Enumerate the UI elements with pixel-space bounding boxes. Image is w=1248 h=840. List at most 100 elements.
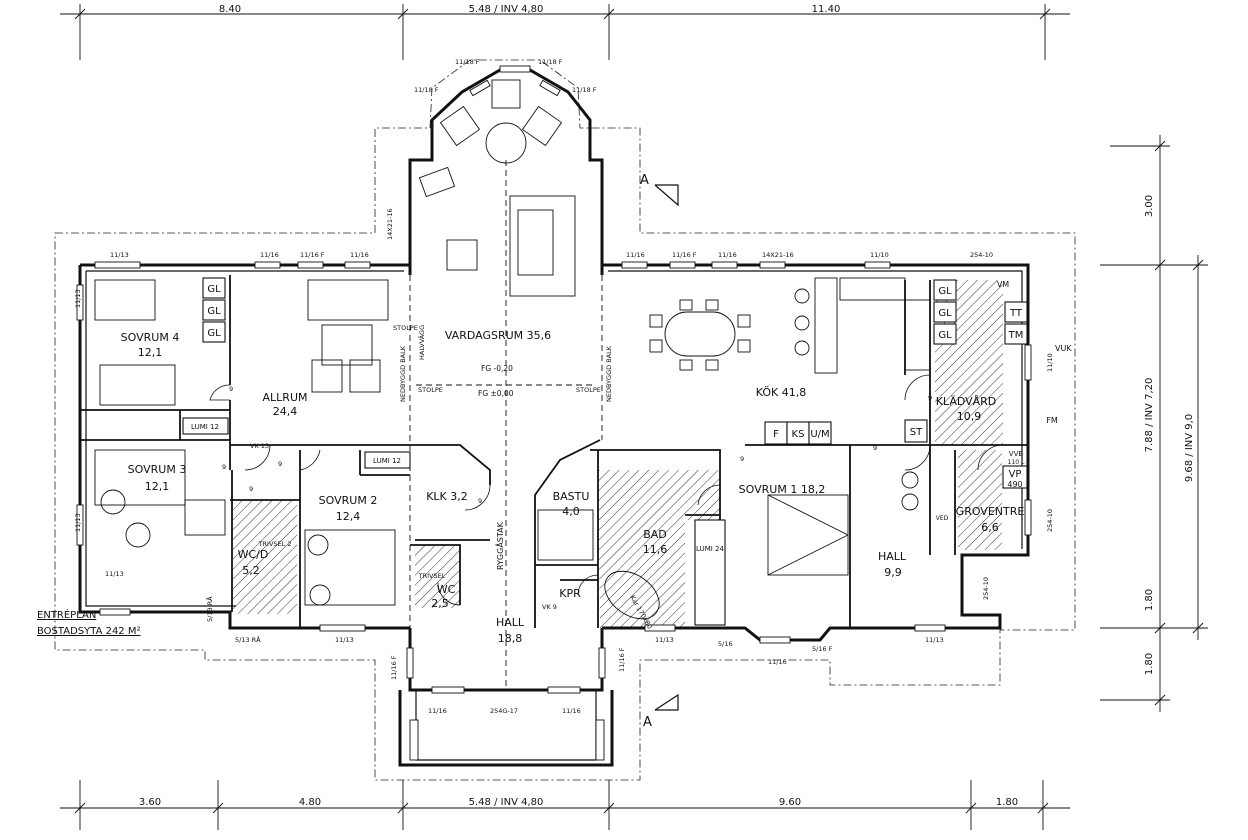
room-sovrum2-name: SOVRUM 2 <box>319 494 378 507</box>
door-label-3: 9 <box>249 485 253 493</box>
window-label-33: 254-10 <box>982 577 990 600</box>
room-wc-area: 2,5 <box>431 597 449 610</box>
dim-bottom-4: 9.60 <box>779 797 801 808</box>
plan-title: ENTRÉPLAN BOSTADSYTA 242 M² <box>37 608 141 640</box>
window-label-9: 14X21-16 <box>762 251 794 259</box>
room-labels: SOVRUM 4 12,1 SOVRUM 3 12,1 ALLRUM 24,4 … <box>121 329 1025 645</box>
vuk-label: VUK <box>1055 344 1072 353</box>
vvb-value: 110 L <box>1008 459 1025 466</box>
dim-right-2: 7.88 / INV 7,20 <box>1144 378 1155 453</box>
window-label-8: 11/10 <box>870 251 889 259</box>
gl-label-5: GL <box>938 308 952 319</box>
room-bad-area: 11,6 <box>643 543 668 556</box>
room-wcd-name: WC/D <box>238 548 269 561</box>
ryggastak-label: RYGGÅSTAK <box>494 521 505 570</box>
room-hall1-area: 18,8 <box>498 632 523 645</box>
plan-title-name: ENTRÉPLAN <box>37 610 97 621</box>
fixture-boxes <box>182 277 1028 626</box>
window-label-19: 5/16 <box>718 640 733 648</box>
gl-label-2: GL <box>207 306 221 317</box>
window-label-17: 11/13 <box>335 636 354 644</box>
stolpe-label-3: STOLPE <box>576 386 601 394</box>
section-marker-labels: A A <box>640 173 652 730</box>
room-sovrum2-area: 12,4 <box>336 510 361 523</box>
hatched-areas <box>233 280 1003 628</box>
window-label-26: 5/13 RÅ <box>205 596 214 622</box>
room-kok-name: KÖK 41,8 <box>756 386 806 399</box>
section-marker-a-top: A <box>640 173 649 188</box>
stolpe-label-2: STOLPE <box>418 386 443 394</box>
room-wc-name: WC <box>437 583 456 596</box>
window-label-27: 11/16 F <box>390 655 398 680</box>
gl-label-6: GL <box>938 330 952 341</box>
vk13-label: VK 13 <box>250 442 269 450</box>
room-groventre-area: 6,6 <box>981 521 999 534</box>
ks-label: KS <box>792 429 805 440</box>
fg1-label: FG -0,20 <box>481 364 513 373</box>
gl-label-4: GL <box>938 286 952 297</box>
room-kpr-name: KPR <box>559 587 581 600</box>
window-label-14: 254-10 <box>970 251 993 259</box>
nedbyggd-balk-label-1: NEDBYGGD BALK <box>399 345 407 402</box>
door-swings <box>209 374 1004 606</box>
dim-bottom-5: 1.80 <box>996 797 1018 808</box>
door-label-4: 9 <box>278 460 282 468</box>
room-kladvard-name: KLÄDVÅRD <box>936 395 997 408</box>
lumi12-label-1: LUMI 12 <box>191 423 219 431</box>
dim-right-total: 9.68 / INV 9,0 <box>1184 414 1195 482</box>
dim-bottom-2: 4.80 <box>299 797 321 808</box>
window-label-13: 11/18 F <box>572 86 597 94</box>
annotation-labels: FG -0,20 FG ±0,00 HALVVÄGG NEDBYGGD BALK… <box>74 58 1072 715</box>
room-wcd-area: 5,2 <box>242 564 260 577</box>
um-label: U/M <box>810 429 829 440</box>
halvvagg-label: HALVVÄGG <box>417 325 426 360</box>
trivsel-label: TRIVSEL <box>418 572 446 580</box>
lumi12-label-2: LUMI 12 <box>373 457 401 465</box>
window-label-10: 11/18 F <box>455 58 480 66</box>
tm-label: TM <box>1008 330 1024 341</box>
f-label: F <box>773 429 779 440</box>
room-vardagsrum-name: VARDAGSRUM 35,6 <box>445 329 551 342</box>
section-markers <box>654 184 679 711</box>
window-label-24: 11/16 <box>562 707 581 715</box>
window-label-18: 11/13 <box>655 636 674 644</box>
window-label-1: 11/13 <box>110 251 129 259</box>
room-groventre-name: GROVENTRE <box>956 505 1025 518</box>
nedbyggd-balk-label-2: NEDBYGGD BALK <box>605 345 613 402</box>
dim-right-3: 1.80 <box>1144 589 1155 611</box>
interior-walls <box>80 275 1028 628</box>
window-label-34: 14X21-16 <box>386 208 394 240</box>
room-kladvard-area: 10,9 <box>957 410 982 423</box>
window-label-3: 11/16 F <box>300 251 325 259</box>
dim-right-1: 3.00 <box>1144 195 1155 217</box>
door-label-7: 9 <box>873 444 877 452</box>
window-label-5: 11/16 <box>626 251 645 259</box>
room-allrum-area: 24,4 <box>273 405 298 418</box>
dim-bottom-1: 3.60 <box>139 797 161 808</box>
window-label-31: 11/10 <box>1046 353 1054 372</box>
window-label-23: 11/16 <box>428 707 447 715</box>
dim-top-1: 8.40 <box>219 4 241 15</box>
window-label-11: 11/18 F <box>538 58 563 66</box>
window-label-15: 11/13 <box>105 570 124 578</box>
window-label-16: 5/13 RÅ <box>235 635 261 644</box>
room-hall2-name: HALL <box>878 550 907 563</box>
window-label-22: 11/13 <box>925 636 944 644</box>
dimension-labels: 8.40 5.48 / INV 4,80 11.40 3.60 4.80 5.4… <box>139 4 1195 808</box>
vp-value: 490 <box>1007 480 1022 489</box>
room-bad-name: BAD <box>643 528 667 541</box>
fixture-labels: GL GL GL GL GL GL TT TM F KS U/M ST VP 4… <box>191 280 1058 580</box>
stolpe-label-1: STOLPE <box>393 324 418 332</box>
room-bastu-area: 4,0 <box>562 505 580 518</box>
window-label-21: 11/16 <box>768 658 787 666</box>
room-allrum-name: ALLRUM <box>263 391 308 404</box>
window-label-2: 11/16 <box>260 251 279 259</box>
window-label-30: 11/13 <box>74 513 82 532</box>
vk9-label: VK 9 <box>542 603 557 611</box>
window-label-4: 11/16 <box>350 251 369 259</box>
room-sovrum4-name: SOVRUM 4 <box>121 331 180 344</box>
room-hall1-name: HALL <box>496 616 525 629</box>
room-sovrum3-name: SOVRUM 3 <box>128 463 187 476</box>
window-label-25: 254G-17 <box>490 707 518 715</box>
window-label-12: 11/18 F <box>414 86 439 94</box>
